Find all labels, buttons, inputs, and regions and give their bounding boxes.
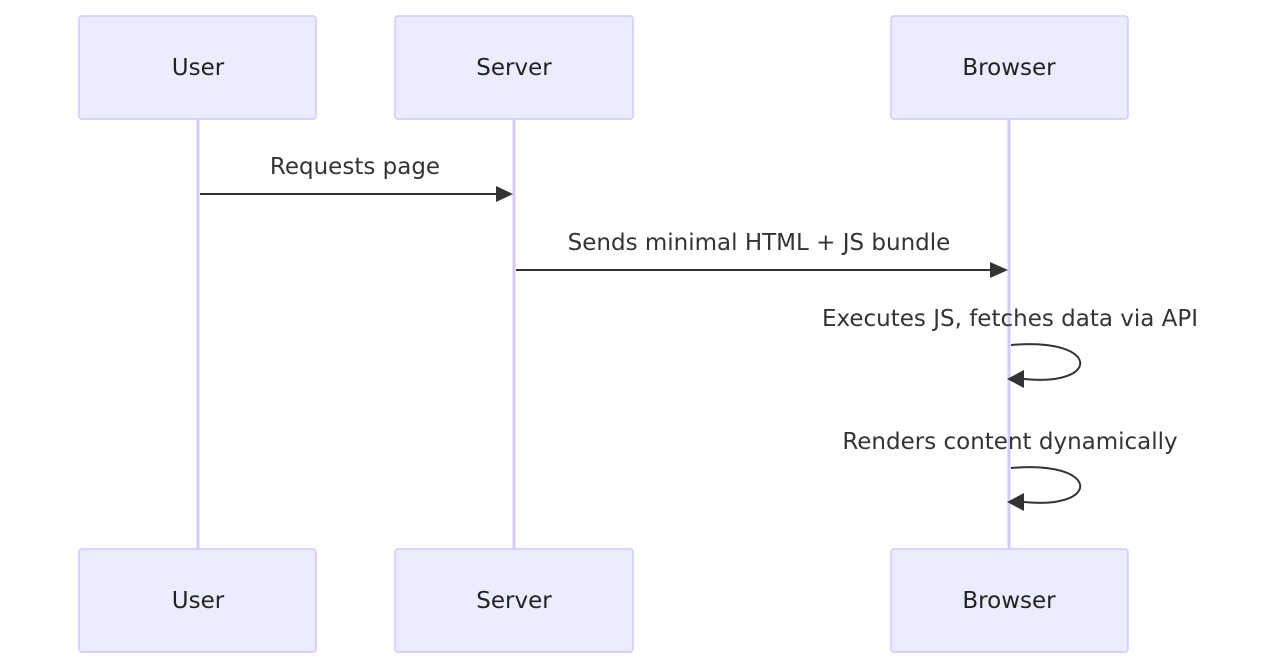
actor-label: Server [476, 588, 552, 614]
message-label: Sends minimal HTML + JS bundle [568, 230, 951, 256]
message-label: Renders content dynamically [842, 429, 1177, 455]
actor-label: User [172, 588, 225, 614]
actor-label: Browser [962, 55, 1056, 81]
actor-box [78, 548, 317, 653]
actor-box [394, 548, 634, 653]
message-sends-html: Sends minimal HTML + JS bundle [516, 230, 1008, 278]
actor-box [890, 548, 1129, 653]
arrowhead-icon [496, 186, 513, 202]
arrowhead-icon [1007, 493, 1024, 511]
message-executes-js: Executes JS, fetches data via API [822, 306, 1198, 388]
message-requests-page: Requests page [200, 154, 513, 202]
actor-label: User [172, 55, 225, 81]
self-loop-arrow [1010, 343, 1082, 381]
actor-label: Browser [962, 588, 1056, 614]
actor-box [890, 15, 1129, 120]
self-loop-arrow [1010, 466, 1082, 504]
actor-top-server: Server [394, 15, 634, 120]
actor-label: Server [476, 55, 552, 81]
actor-box [78, 15, 317, 120]
actor-top-user: User [78, 15, 317, 120]
actor-bottom-browser: Browser [890, 548, 1129, 653]
message-label: Executes JS, fetches data via API [822, 306, 1198, 332]
arrowhead-icon [990, 262, 1008, 278]
message-label: Requests page [270, 154, 440, 180]
arrowhead-icon [1007, 370, 1024, 388]
message-renders-content: Renders content dynamically [842, 429, 1178, 511]
actor-top-browser: Browser [890, 15, 1129, 120]
actor-bottom-server: Server [394, 548, 634, 653]
actor-bottom-user: User [78, 548, 317, 653]
actor-box [394, 15, 634, 120]
